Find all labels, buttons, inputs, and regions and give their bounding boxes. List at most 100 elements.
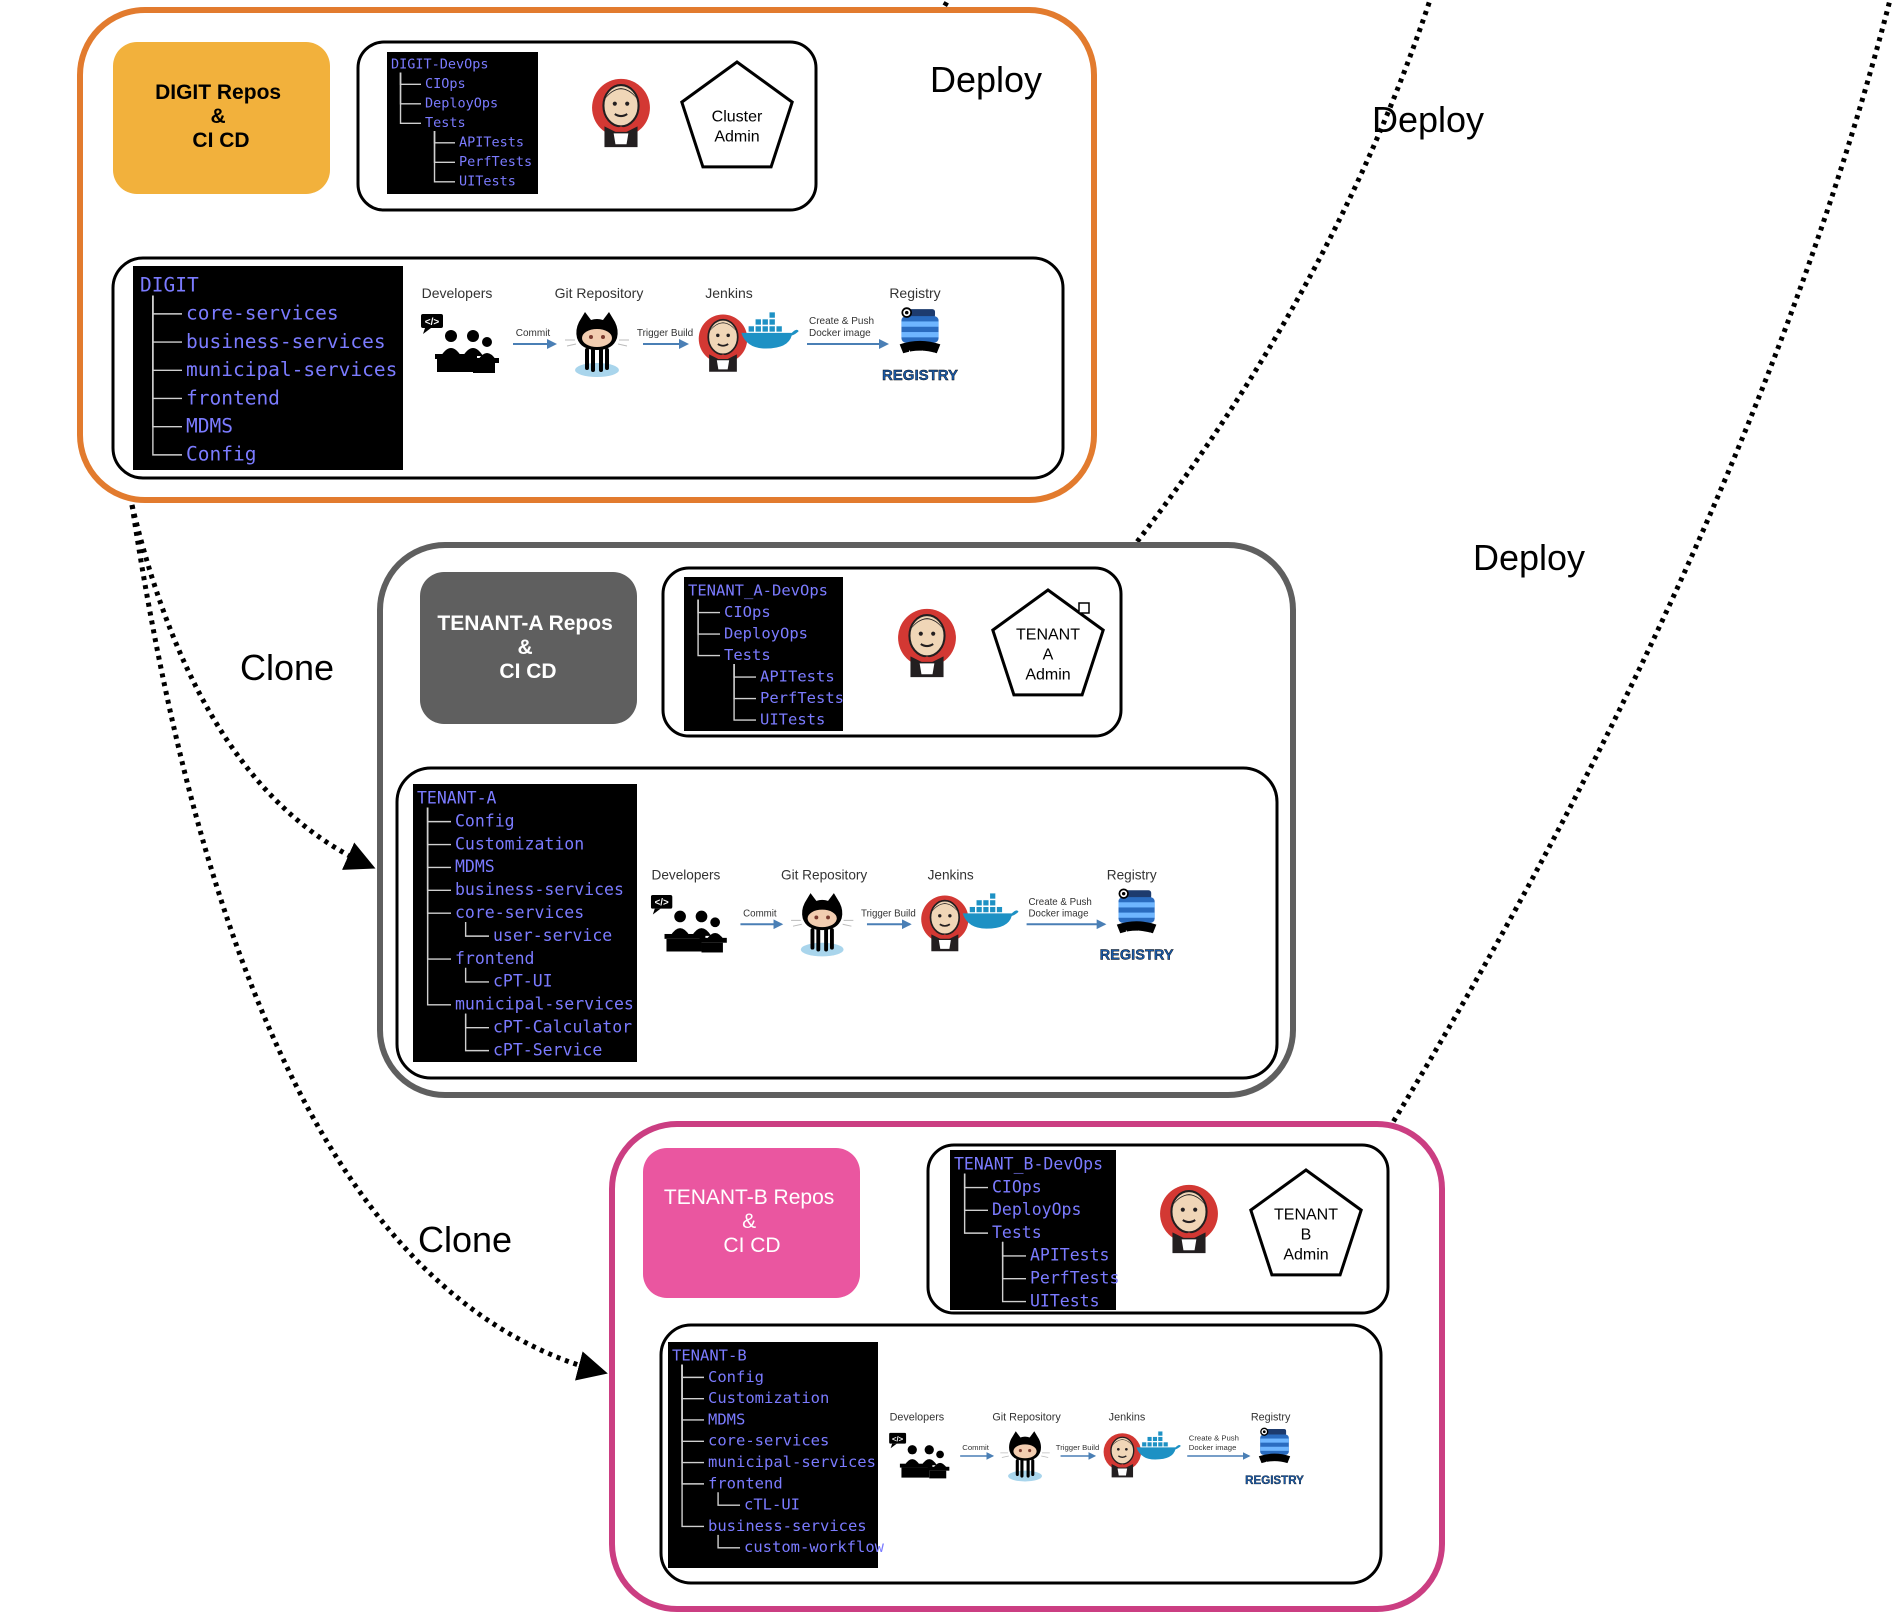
tree-entry: UITests	[760, 711, 825, 729]
tree-branch	[717, 1534, 740, 1549]
tree-entry: cPT-Service	[493, 1040, 602, 1059]
tree-entry: Tests	[724, 646, 771, 664]
tree-entry: user-service	[493, 926, 612, 945]
tree-branch	[717, 1492, 740, 1506]
tenant-a-title-box	[420, 572, 637, 724]
tree-entry: TENANT_B-DevOps	[954, 1155, 1103, 1174]
deploy-label: Deploy	[930, 59, 1042, 100]
tree-lines	[399, 72, 455, 183]
digit-title-box	[113, 42, 330, 194]
commit-label: Commit	[743, 908, 777, 919]
tree-entry: PerfTests	[1030, 1269, 1119, 1288]
tree-lines	[426, 807, 489, 1052]
admin-label-line: TENANT	[1274, 1207, 1338, 1224]
tree-branch	[1001, 1241, 1026, 1303]
admin-label-line: Admin	[1025, 667, 1070, 684]
registry-label: Registry	[1107, 867, 1157, 882]
tree-branch	[697, 599, 720, 657]
tree-entry: core-services	[186, 302, 339, 325]
registry-logo-text: REGISTRY	[882, 367, 958, 384]
tree-branch	[399, 72, 421, 124]
registry-logo-text: REGISTRY	[1245, 1475, 1304, 1487]
tree-entry: Config	[186, 443, 256, 466]
code-tag-text: </>	[655, 898, 669, 909]
clone-label: Clone	[418, 1219, 512, 1260]
tree-entry: DIGIT-DevOps	[391, 57, 489, 73]
tree-entry: DIGIT	[140, 274, 199, 297]
tree-entry: TENANT-A	[417, 789, 497, 808]
deploy-connector-tenant-b	[1367, 0, 1893, 1162]
tenant-a-devops-terminal: TENANT_A-DevOpsCIOpsDeployOpsTestsAPITes…	[684, 577, 844, 731]
pentagon-shape	[1249, 1168, 1363, 1277]
tree-branch	[464, 967, 489, 983]
tree-entry: Config	[455, 811, 515, 830]
trigger-build-label: Trigger Build	[637, 328, 693, 339]
tree-lines	[697, 599, 756, 721]
developers-label: Developers	[652, 867, 721, 882]
git-repository-label: Git Repository	[992, 1411, 1061, 1423]
tenant-b-title-box	[643, 1148, 860, 1298]
terminal-background	[668, 1342, 878, 1568]
tenant-b-ci-pipeline: Developers Git Repository Jenkins Registry <…	[889, 1411, 1304, 1487]
admin-label-line: Cluster	[712, 109, 763, 126]
terminal-background	[684, 577, 843, 731]
connectors	[129, 0, 1893, 1381]
admin-label-line: TENANT	[1016, 627, 1080, 644]
registry-label: Registry	[1251, 1411, 1291, 1423]
tree-entry: frontend	[186, 386, 280, 409]
tenant-a-admin-handle	[1078, 602, 1090, 614]
code-tag-text: </>	[425, 317, 440, 328]
clone-arrow-tenant-b	[129, 504, 608, 1381]
create-push-label: Docker image	[1189, 1443, 1237, 1452]
tree-entry: municipal-services	[455, 995, 634, 1014]
create-push-label: Create & Push	[809, 316, 874, 327]
tree-entry: APITests	[1030, 1246, 1109, 1265]
tree-entry: business-services	[186, 330, 386, 353]
tree-entry: core-services	[708, 1432, 829, 1450]
commit-label: Commit	[962, 1443, 989, 1452]
tree-entry: UITests	[1030, 1291, 1100, 1310]
admin-label-line: B	[1301, 1227, 1312, 1244]
clone-arrow-tenant-a	[129, 504, 376, 870]
digit-title: DIGIT Repos & CI CD	[155, 81, 287, 152]
tree-branch	[433, 131, 455, 183]
code-tag-text: </>	[892, 1434, 904, 1443]
tree-entry: CIOps	[425, 76, 466, 92]
tree-entry: MDMS	[708, 1410, 745, 1428]
tree-entry: PerfTests	[459, 154, 532, 170]
tenant-b-devops-terminal: TENANT_B-DevOpsCIOpsDeployOpsTestsAPITes…	[950, 1150, 1119, 1310]
jenkins-label: Jenkins	[1109, 1411, 1146, 1423]
tree-entry: core-services	[455, 903, 584, 922]
tenant-b-title: TENANT-B Repos & CI CD	[664, 1186, 840, 1257]
digit-repo-terminal: DIGITcore-servicesbusiness-servicesmunic…	[133, 266, 403, 470]
tree-entry: Tests	[992, 1223, 1042, 1242]
admin-label-line: A	[1043, 647, 1054, 664]
tenant-b-admin-pentagon: TENANT B Admin	[1249, 1168, 1363, 1277]
terminal-background	[950, 1150, 1116, 1310]
tenant-a-title: TENANT-A Repos & CI CD	[437, 612, 618, 683]
git-repository-label: Git Repository	[781, 867, 867, 882]
developers-label: Developers	[890, 1411, 945, 1423]
tree-entry: frontend	[455, 949, 534, 968]
tree-branch	[152, 295, 182, 456]
commit-label: Commit	[516, 328, 551, 339]
trigger-build-label: Trigger Build	[861, 908, 916, 919]
tree-entry: MDMS	[455, 857, 495, 876]
docker-registry-icon	[1115, 888, 1158, 935]
tree-branch	[733, 664, 756, 721]
admin-label-line: Admin	[1283, 1247, 1328, 1264]
deploy-label: Deploy	[1473, 537, 1585, 578]
deploy-label: Deploy	[1372, 99, 1484, 140]
trigger-build-label: Trigger Build	[1056, 1443, 1099, 1452]
tenant-a-repo-terminal: TENANT-AConfigCustomizationMDMSbusiness-…	[413, 784, 637, 1062]
tree-entry: Customization	[455, 834, 584, 853]
tree-entry: CIOps	[992, 1177, 1042, 1196]
deploy-connector-tenant-a	[1113, 0, 1433, 572]
create-push-label: Docker image	[809, 328, 871, 339]
tree-branch	[426, 807, 451, 1006]
tree-branch	[464, 1013, 489, 1052]
tree-lines	[152, 295, 182, 456]
registry-label: Registry	[889, 285, 940, 301]
